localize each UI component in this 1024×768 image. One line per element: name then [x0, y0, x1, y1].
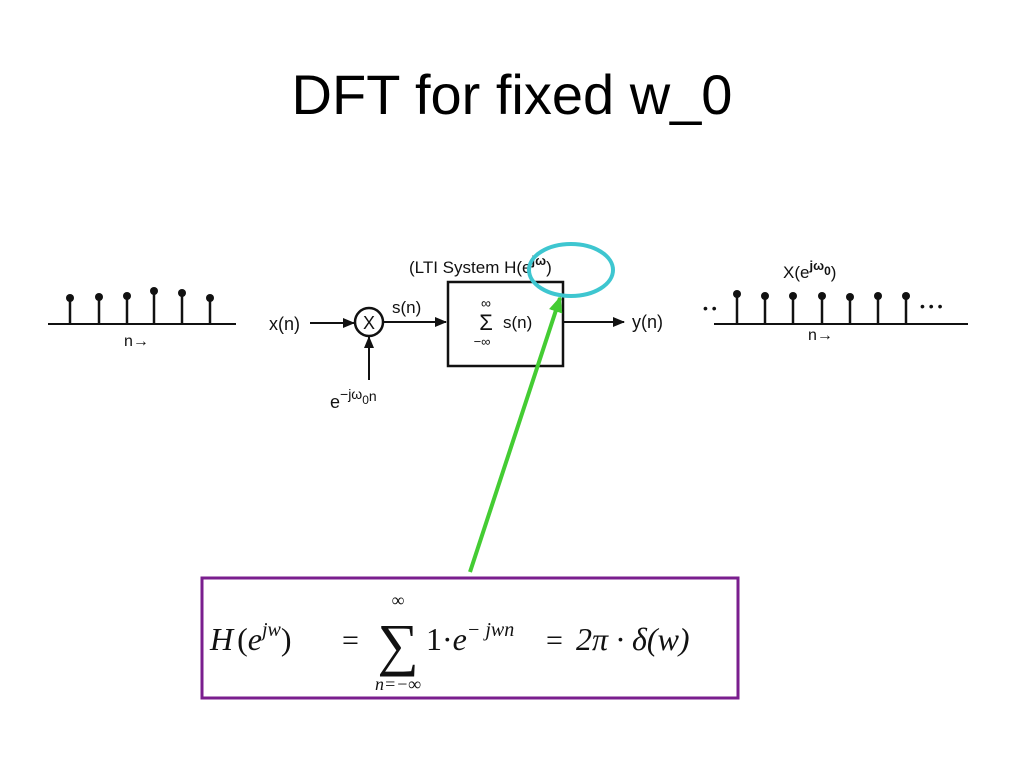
output-spectrum-plot: X(ejω0) • • • • • n→ [703, 258, 968, 344]
product-label: s(n) [392, 298, 421, 317]
formula-sum-symbol: ∑ [377, 612, 418, 677]
trailing-dots: • • • [920, 298, 943, 314]
stem-dot [846, 293, 854, 301]
stem-dot [206, 294, 214, 302]
highlight-circle [527, 242, 615, 298]
stem-dot [818, 292, 826, 300]
formula-lhs: H(ejw) [209, 619, 292, 657]
output-stems [733, 290, 910, 324]
sum-upper-limit: ∞ [481, 295, 491, 311]
input-stems [66, 287, 214, 324]
exponential-label: e−jω0n [330, 386, 377, 412]
formula-equals-1: = [342, 624, 359, 657]
output-axis-label: n→ [808, 327, 833, 344]
input-sequence-plot: n→ [48, 287, 236, 350]
pointer-arrow [468, 296, 563, 573]
formula-sum-lower: n=−∞ [375, 674, 421, 694]
stem-dot [178, 289, 186, 297]
stem-dot [761, 292, 769, 300]
formula-term: 1·e− jwn [426, 619, 514, 657]
stem-dot [789, 292, 797, 300]
formula-equals-2: = [546, 624, 563, 657]
formula-sum-upper: ∞ [392, 590, 405, 610]
stem-dot [95, 293, 103, 301]
stem-dot [733, 290, 741, 298]
output-spectrum-label: X(ejω0) [783, 258, 836, 282]
leading-dots: • • [703, 300, 717, 316]
multiplier-symbol: X [363, 313, 375, 333]
stem-dot [150, 287, 158, 295]
sum-symbol: Σ [479, 310, 493, 335]
lti-system-box: ∞ Σ −∞ s(n) [446, 280, 565, 368]
multiplier-node: X [353, 306, 385, 338]
sum-argument: s(n) [503, 313, 532, 332]
stem-dot [123, 292, 131, 300]
output-signal-label: y(n) [632, 312, 663, 332]
stem-dot [902, 292, 910, 300]
formula-box: H(ejw) = ∞ ∑ n=−∞ 1·e− jwn = 2π · δ(w) [200, 576, 740, 700]
formula-rhs: 2π · δ(w) [576, 621, 690, 657]
input-signal-label: x(n) [269, 314, 300, 334]
stem-dot [874, 292, 882, 300]
stem-dot [66, 294, 74, 302]
sum-lower-limit: −∞ [474, 334, 491, 349]
input-axis-label: n→ [124, 333, 149, 350]
slide-title: DFT for fixed w_0 [291, 63, 733, 126]
